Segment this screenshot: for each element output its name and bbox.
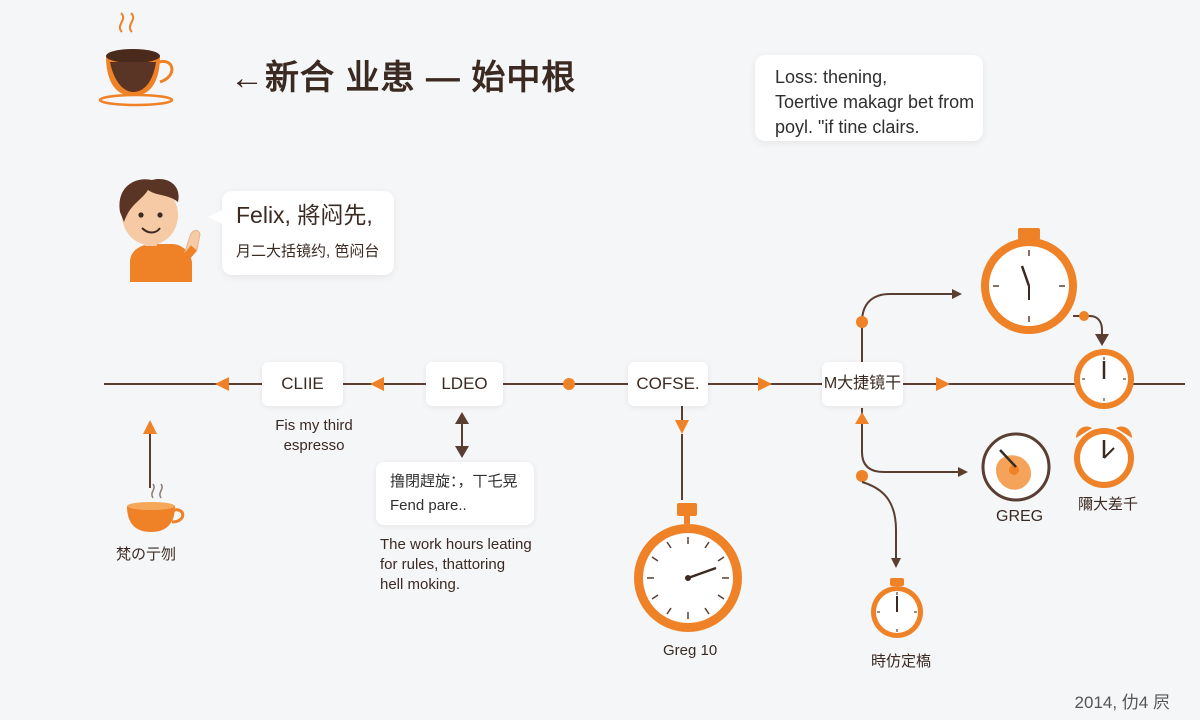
alarm-clock-icon [1074,426,1134,488]
cup-caption: 梵の亍刎 [116,546,177,563]
note-line: Loss: thening, [775,67,888,87]
page-title: ←新合 业患 — 始中根 [230,59,577,97]
speech-line: Felix, 將闷先, [236,202,373,228]
big-stopwatch-icon [634,503,742,632]
desc-line: The work hours leating [380,536,532,553]
mid-clock-icon [1074,349,1134,409]
coffee-cup-logo-icon [98,12,174,107]
note-line: Toertive makagr bet from [775,92,975,112]
small-watch-caption: 時仿定槗 [871,653,932,670]
small-stopwatch-icon [871,578,923,638]
work-hours-text: The work hours leating for rules, thatto… [380,535,532,595]
greg-coffee-icon [981,432,1051,502]
small-cup-icon [127,483,185,532]
node-clie[interactable]: CLIIE [262,362,343,406]
node-ldeo[interactable]: LDEO [426,362,503,406]
large-clock-icon [981,228,1077,334]
felix-speech-bubble: Felix, 將闷先, 月二大括镜约, 笆闷台 [208,191,394,275]
footer-text: 2014, 仂4 屄 [1074,693,1170,712]
note-box: Loss: thening, Toertive makagr bet from … [755,55,983,141]
node-cofse[interactable]: COFSE. [628,362,708,406]
third-espresso-caption: Fis my third espresso [264,416,364,456]
card-line: 撸閉趕旋：，丅乇晃 [390,473,518,490]
ldeo-card: 撸閉趕旋：，丅乇晃 Fend pare.. [376,462,534,525]
alarm-caption: 隬大差千 [1078,496,1139,513]
node-m[interactable]: M大捷镜干 [822,362,903,406]
caption-line: Fis my third [275,417,353,434]
speech-line: 月二大括镜约, 笆闷台 [236,243,380,260]
desc-line: for rules, thattoring [380,556,506,573]
card-line: Fend pare.. [390,497,467,514]
caption-line: espresso [283,437,345,454]
greg-caption: GREG [996,508,1044,525]
desc-line: hell moking. [380,576,461,593]
greg10-caption: Greg 10 [663,642,718,659]
felix-avatar [119,178,201,282]
note-line: poyl. "if tine clairs. [775,117,920,137]
